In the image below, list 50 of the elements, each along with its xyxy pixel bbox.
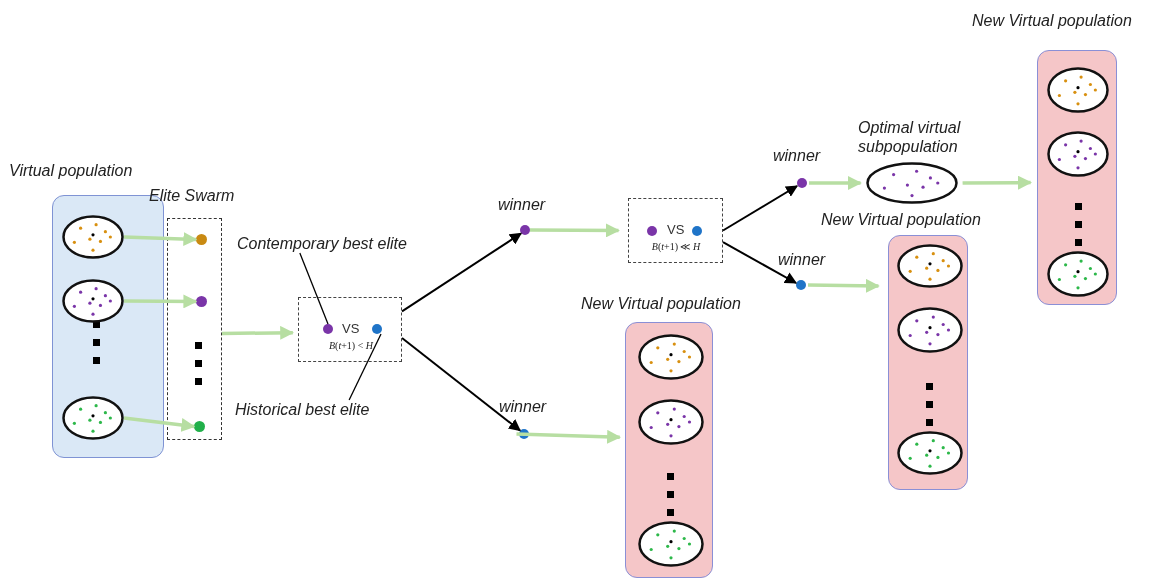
cluster-ellipse [638,399,704,445]
cluster-ellipse [638,521,704,567]
cluster-ellipse [638,334,704,380]
cluster-ellipse [1047,131,1109,177]
cluster-ellipse [1047,67,1109,113]
arrow [530,223,620,238]
elite-dot [323,324,333,334]
leader-line [299,252,329,325]
arrow [807,278,880,293]
arrow [516,429,622,444]
elite-dot [372,324,382,334]
cluster-ellipse [62,279,124,323]
elite-dot [196,296,207,307]
arrow [401,232,522,313]
ellipse-heading: Optimal virtual subpopulation [858,118,962,156]
cluster-ellipse [62,215,124,259]
arrow [962,175,1032,190]
panel-heading: New Virtual population [821,210,981,229]
winner-label: winner [778,250,826,269]
cluster-ellipse [897,307,963,353]
panel-heading: New Virtual population [581,294,741,313]
arrow [722,185,799,232]
cluster-ellipse [897,244,963,288]
winner-label: winner [773,146,821,165]
condition-formula: B(t+1) < H [328,340,374,351]
cluster-ellipse [1047,251,1109,297]
arrow [222,325,295,340]
panel-heading: New Virtual population [972,11,1132,30]
arrow [124,294,198,309]
comparison-box [298,297,402,362]
annotation-text: Historical best elite [235,400,370,419]
condition-formula: B(t+1) ≪ H [651,241,701,252]
winner-label: winner [498,195,546,214]
annotation-text: Contemporary best elite [237,234,407,253]
leader-line [348,333,382,401]
panel-heading: Elite Swarm [149,186,235,205]
arrow [401,336,521,432]
vs-label: VS [342,321,360,336]
arrow [722,241,798,284]
comparison-box [628,198,723,263]
winner-label: winner [499,397,547,416]
arrow [123,416,196,432]
arrow [123,232,198,247]
elite-dot [194,421,205,432]
arrow [809,176,862,190]
panel-heading: Virtual population [9,161,133,180]
vs-label: VS [667,222,685,237]
cluster-ellipse [62,396,124,440]
elite-dot [196,234,207,245]
cluster-ellipse [897,431,963,475]
